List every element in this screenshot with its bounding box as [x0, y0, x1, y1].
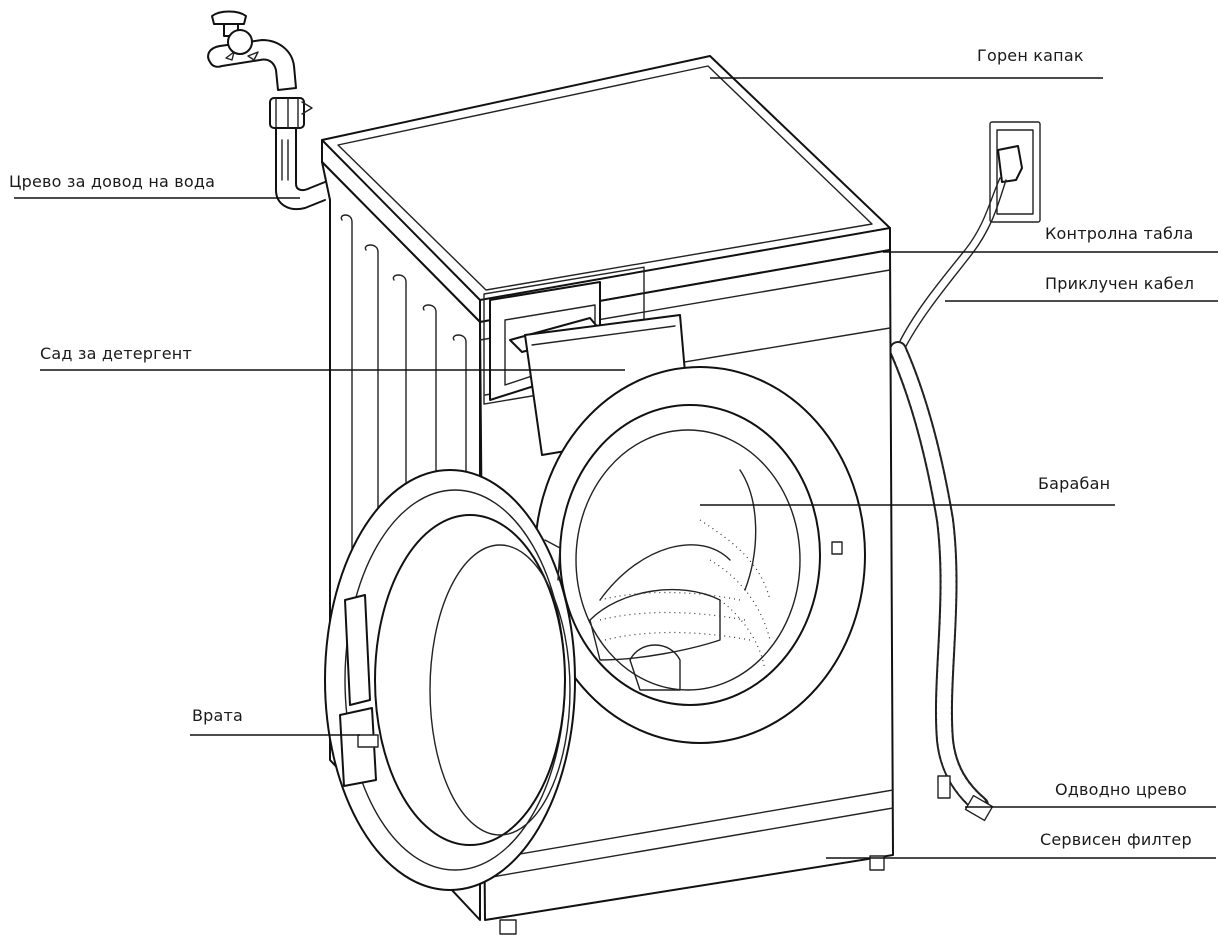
label-control-panel: Контролна табла	[1045, 224, 1194, 243]
label-door: Врата	[192, 706, 244, 725]
label-drain-hose: Одводно црево	[1055, 780, 1187, 799]
label-water-inlet-hose: Црево за довод на вода	[9, 172, 216, 191]
door	[324, 469, 576, 891]
water-inlet-hose	[275, 127, 326, 210]
label-service-filter: Сервисен филтер	[1040, 830, 1192, 849]
drum	[534, 366, 866, 744]
label-detergent-drawer: Сад за детергент	[40, 344, 192, 363]
drain-hose	[889, 341, 994, 822]
water-tap	[207, 10, 313, 129]
label-drum: Барабан	[1038, 474, 1111, 493]
label-power-cable: Приклучен кабел	[1045, 274, 1195, 293]
power-cable	[897, 177, 1001, 346]
wall-socket	[989, 121, 1041, 223]
label-top-lid: Горен капак	[977, 46, 1084, 65]
